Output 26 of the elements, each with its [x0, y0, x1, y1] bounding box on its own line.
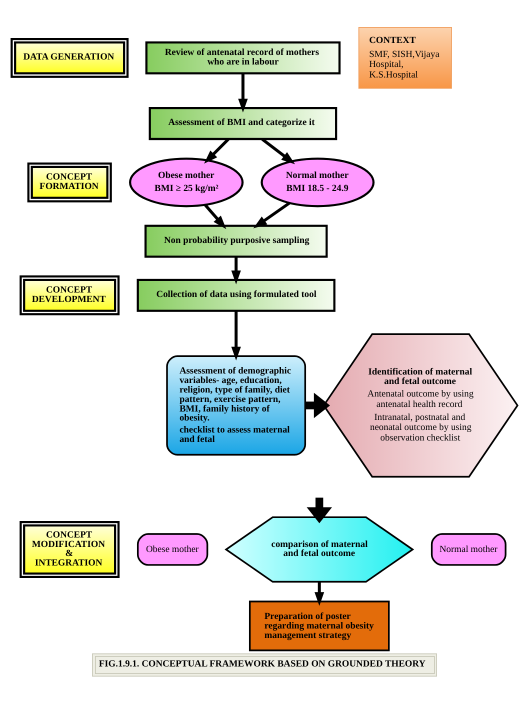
caption: FIG.1.9.1. CONCEPTUAL FRAMEWORK BASED ON GROUNDED THEORY — [98, 659, 426, 670]
arrow — [204, 138, 230, 164]
node-box: CONCEPT DEVELOPMENT — [20, 274, 120, 315]
node-box: Assessment of BMI and categorize it — [148, 106, 338, 140]
node-ellipse: Obese mother BMI ≥ 25 kg/m² — [129, 157, 244, 207]
arrow — [261, 137, 296, 164]
node-box: CONCEPT MODIFICATION & INTEGRATION — [20, 520, 120, 578]
arrow — [204, 203, 226, 229]
arrow — [305, 392, 330, 418]
arrow — [231, 256, 241, 284]
node-box: CONCEPT FORMATION — [27, 162, 112, 202]
node-box: DATA GENERATION — [10, 37, 129, 78]
node-box: Normal mother — [430, 532, 506, 566]
node-box: CONTEXT SMF, SISH,Vijaya Hospital, K.S.Hospital — [358, 26, 452, 88]
node-box: Non probability purposive sampling — [144, 224, 328, 258]
arrow — [231, 310, 241, 360]
node-box: Preparation of poster regarding maternal obesity management strategy — [248, 600, 390, 651]
node-box: Review of antenatal record of mothers who are in labour — [145, 40, 341, 74]
arrow — [314, 581, 324, 606]
arrow — [253, 201, 290, 228]
node-ellipse: Normal mother BMI 18.5 - 24.9 — [260, 157, 375, 207]
arrow — [306, 497, 332, 523]
node-box: Obese mother — [136, 532, 208, 566]
arrow — [238, 73, 248, 112]
node-box: Assessment of demographic variables- age, education, religion, type of family, diet pattern, exercise pattern, BMI, family history of obesity. checklist to assess maternal and fetal — [166, 354, 306, 456]
node-box: Collection of data using formulated tool — [136, 278, 336, 312]
